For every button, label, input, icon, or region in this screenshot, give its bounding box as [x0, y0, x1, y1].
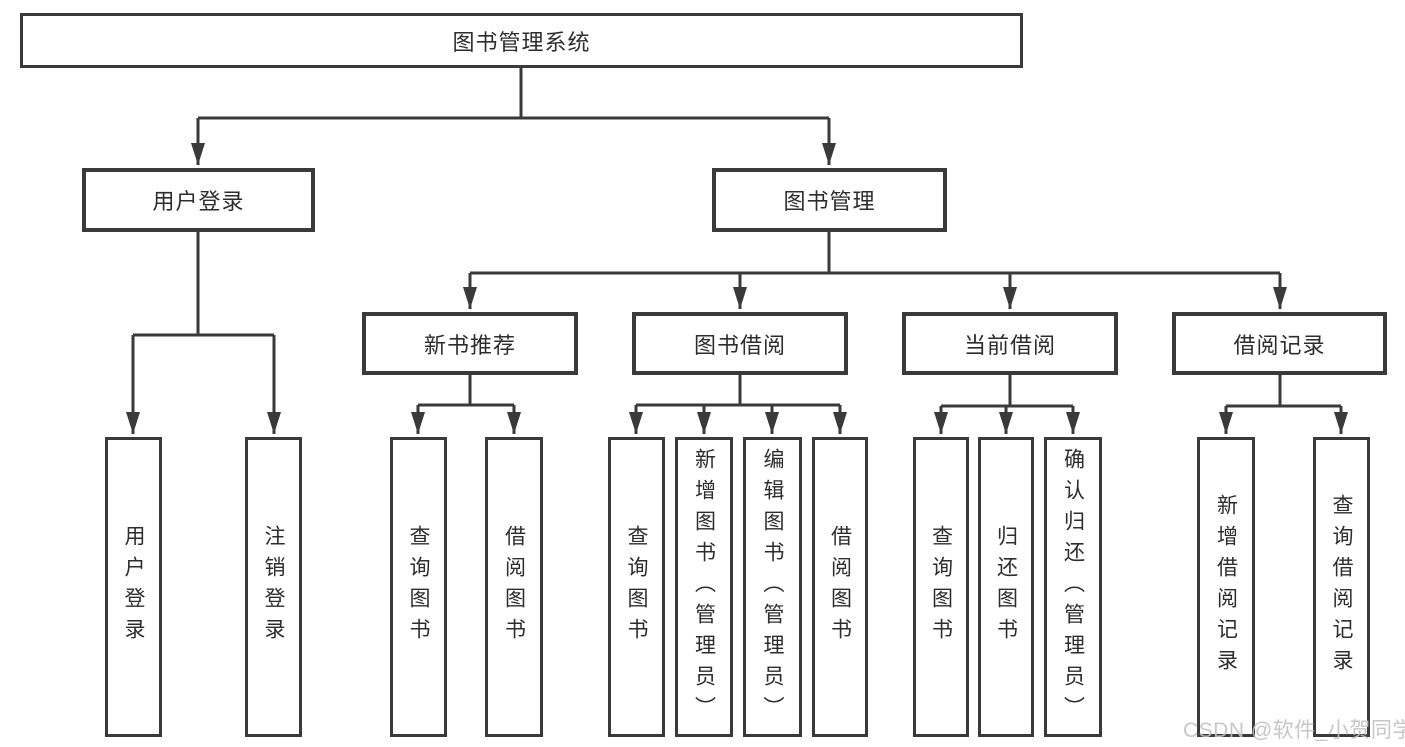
node-label: 用户登录: [152, 189, 245, 214]
node-label: 归还图书: [994, 525, 1018, 649]
node-label: 图书管理: [783, 189, 876, 214]
node-user-login: 用户登录: [82, 168, 315, 232]
node-book-borrowing: 图书借阅: [632, 312, 848, 375]
leaf-user-login: 用户登录: [105, 437, 162, 737]
node-label: 查询图书: [625, 525, 648, 649]
leaf-borrow-books-recommend: 借阅图书: [485, 437, 543, 737]
leaf-query-books-current: 查询图书: [913, 437, 969, 737]
node-book-management: 图书管理: [712, 168, 947, 232]
leaf-query-books-recommend: 查询图书: [390, 437, 447, 737]
node-label: 新增借阅记录: [1214, 494, 1238, 680]
node-label: 借阅图书: [502, 525, 526, 649]
leaf-return-books: 归还图书: [978, 437, 1034, 737]
leaf-logout: 注销登录: [245, 437, 302, 737]
node-current-borrowing: 当前借阅: [902, 312, 1118, 375]
node-label: 图书管理系统: [452, 29, 591, 55]
node-label: 当前借阅: [963, 332, 1056, 358]
leaf-add-borrow-record: 新增借阅记录: [1197, 437, 1255, 737]
leaf-confirm-return-admin: 确认归还（管理员）: [1044, 437, 1102, 737]
node-label: 确认归还（管理员）: [1061, 447, 1085, 727]
node-library-management-system: 图书管理系统: [20, 13, 1023, 68]
leaf-add-book-admin: 新增图书（管理员）: [675, 437, 733, 737]
node-label: 查询图书: [929, 525, 953, 649]
node-label: 用户登录: [122, 525, 145, 649]
node-new-book-recommendation: 新书推荐: [362, 312, 578, 375]
leaf-query-borrow-record: 查询借阅记录: [1313, 437, 1370, 737]
node-label: 新增图书（管理员）: [692, 447, 716, 727]
connector-group: [126, 68, 1348, 434]
node-label: 借阅记录: [1233, 332, 1326, 358]
leaf-borrow-books-borrowing: 借阅图书: [812, 437, 868, 737]
leaf-edit-book-admin: 编辑图书（管理员）: [743, 437, 802, 737]
node-label: 查询借阅记录: [1330, 494, 1353, 680]
node-borrowing-records: 借阅记录: [1172, 312, 1387, 375]
node-label: 借阅图书: [828, 525, 852, 649]
csdn-watermark: CSDN @软件_小贺同学: [1183, 719, 1405, 742]
node-label: 注销登录: [262, 525, 285, 649]
leaf-query-books-borrowing: 查询图书: [608, 437, 665, 737]
node-label: 查询图书: [407, 525, 430, 649]
node-label: 新书推荐: [423, 332, 516, 358]
node-label: 图书借阅: [693, 332, 786, 358]
node-label: 编辑图书（管理员）: [761, 447, 784, 727]
